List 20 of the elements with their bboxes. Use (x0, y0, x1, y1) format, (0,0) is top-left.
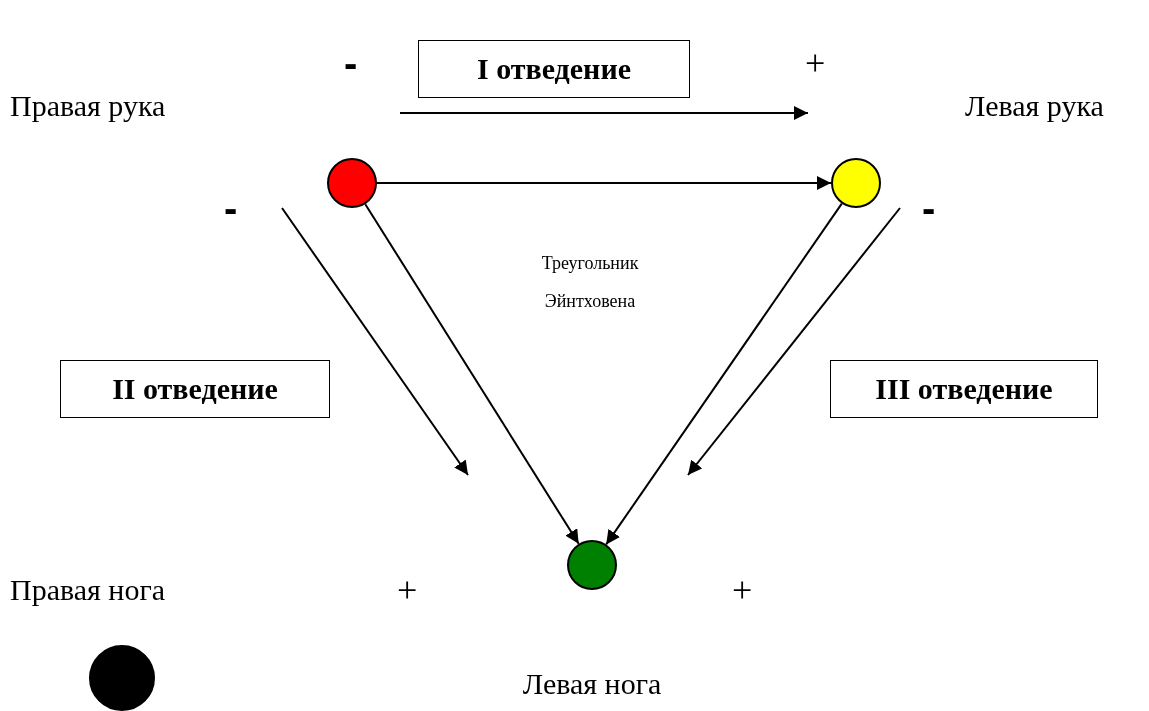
lead-label: II отведение (60, 360, 330, 418)
polarity-sign: - (224, 190, 238, 226)
lead-label: I отведение (418, 40, 690, 98)
arrow (605, 202, 843, 546)
polarity-sign: + (397, 572, 418, 608)
lead-label: III отведение (830, 360, 1098, 418)
limb-label: Правая нога (10, 572, 166, 608)
polarity-sign: - (344, 45, 358, 81)
polarity-sign: + (732, 572, 753, 608)
arrow (364, 203, 580, 545)
electrode-circle (831, 158, 881, 208)
limb-label: Левая рука (965, 88, 1104, 124)
limb-label: Левая нога (521, 666, 663, 702)
arrow (376, 176, 832, 190)
electrode-circle (327, 158, 377, 208)
electrode-circle (567, 540, 617, 590)
polarity-sign: - (922, 190, 936, 226)
limb-label: Правая рука (10, 88, 166, 124)
polarity-sign: + (805, 45, 826, 81)
triangle-caption: Треугольник Эйнтховена (540, 252, 640, 313)
